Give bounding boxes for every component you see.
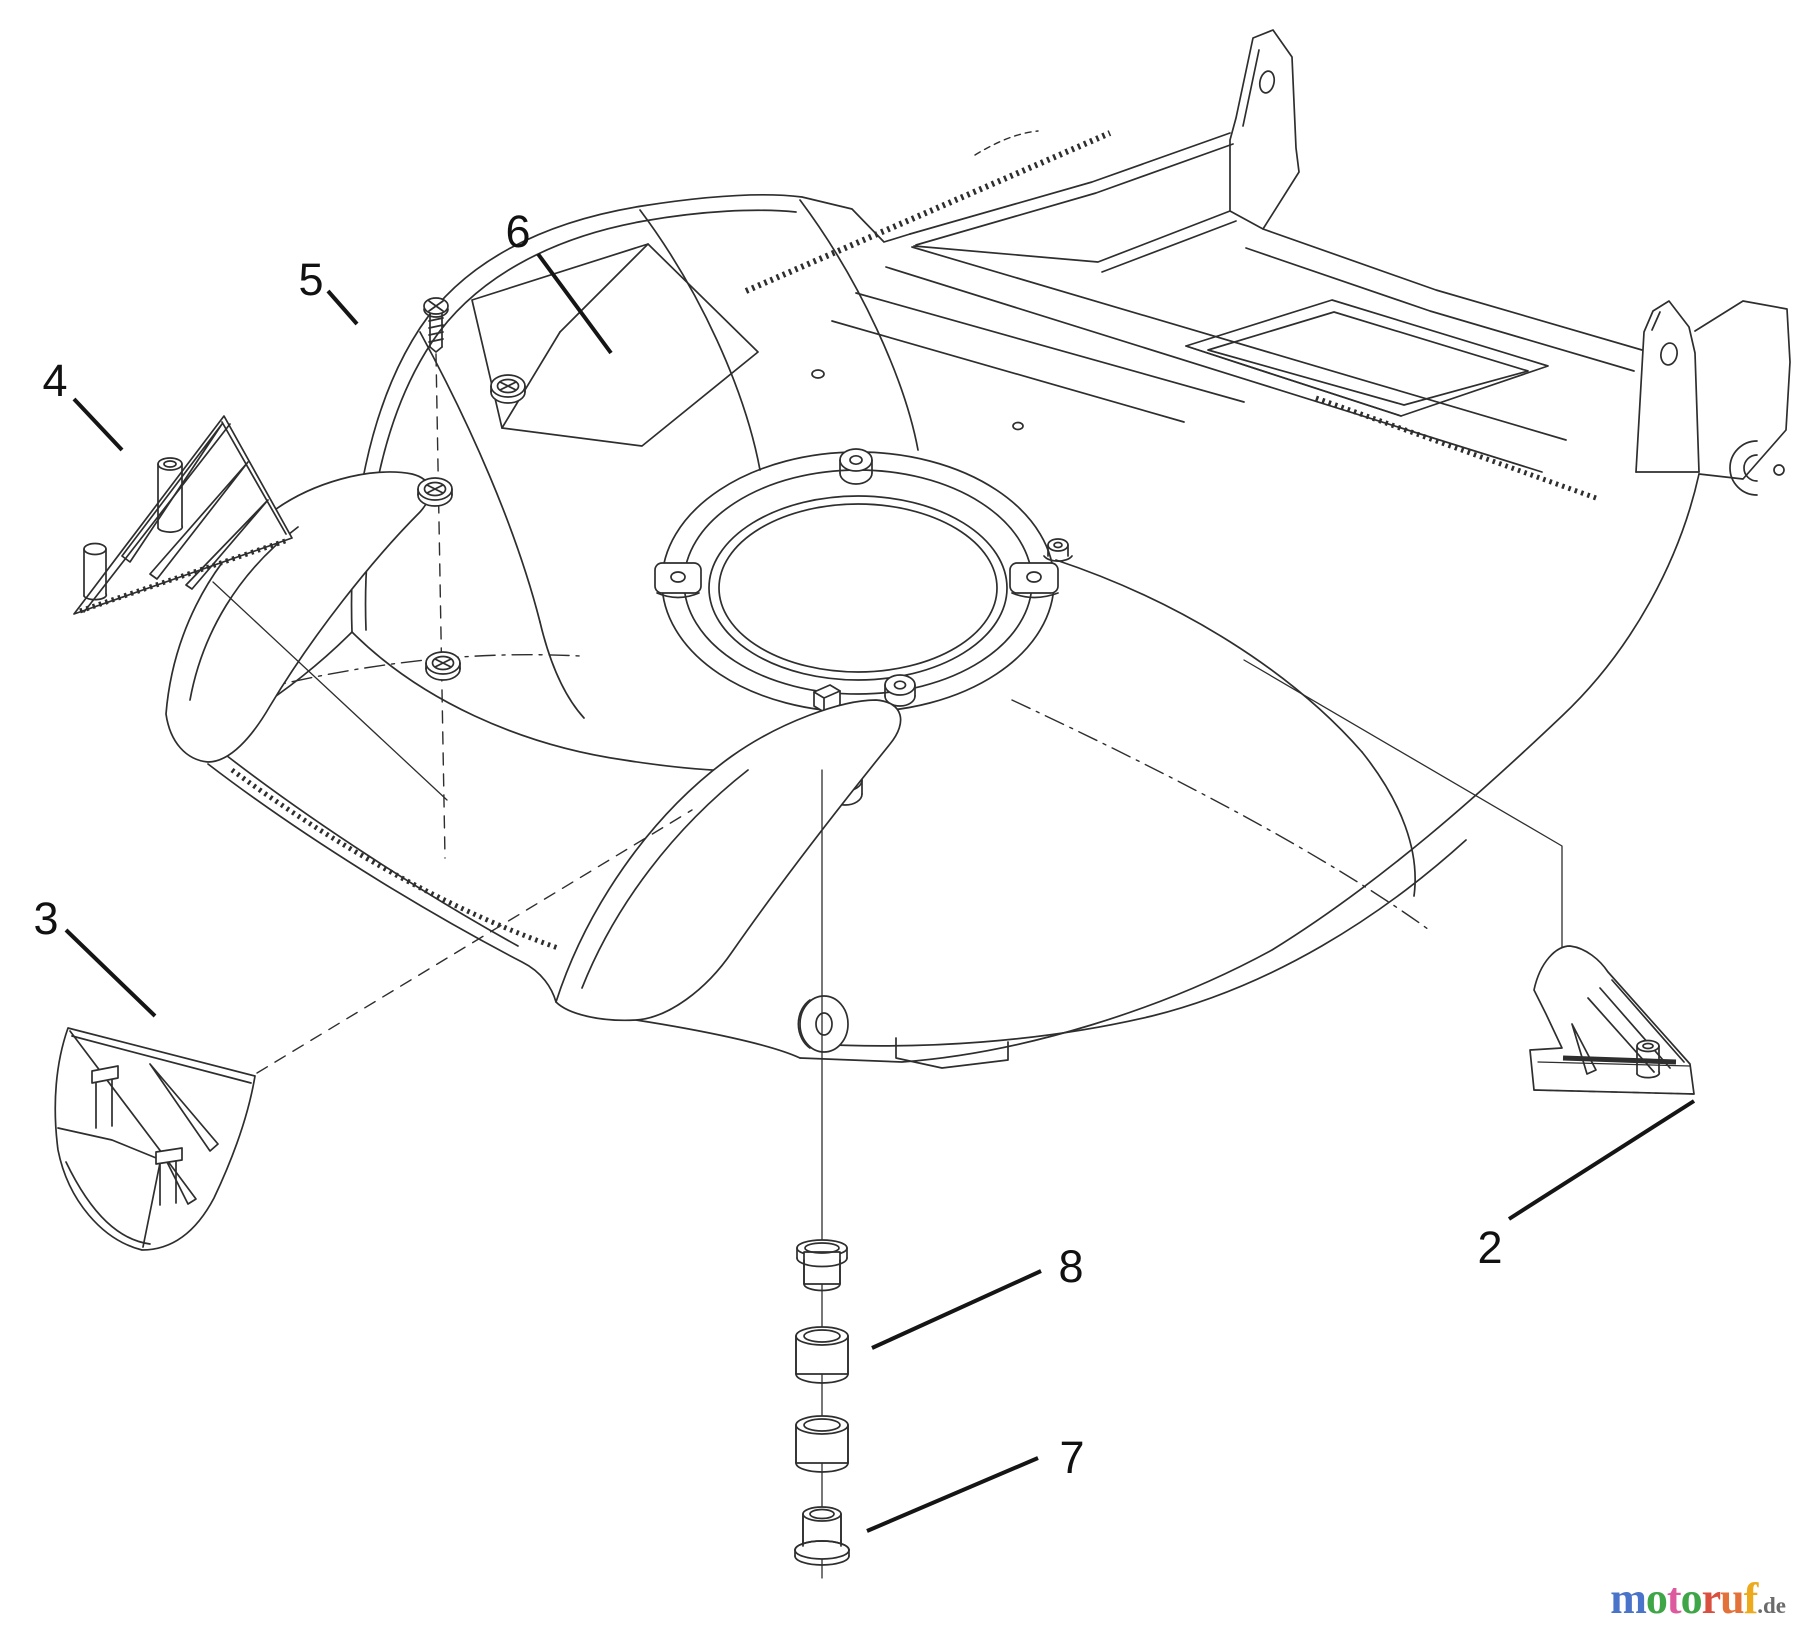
watermark-word: motoruf [1610, 1574, 1759, 1623]
deck-housing [207, 130, 1700, 1069]
handle-bracket-right [1635, 300, 1791, 496]
flange-nuts [417, 374, 526, 681]
watermark-letter: f [1743, 1574, 1759, 1623]
leader-line-8 [871, 1269, 1042, 1350]
handle-bracket-rear [913, 29, 1643, 372]
callout-label-3: 3 [33, 893, 58, 944]
rear-tray [1185, 299, 1549, 417]
callout-label-7: 7 [1059, 1432, 1084, 1483]
watermark-suffix: .de [1757, 1593, 1786, 1618]
watermark-letter: t [1666, 1574, 1682, 1623]
baffle-part-4 [73, 415, 448, 801]
callout-label-8: 8 [1058, 1241, 1083, 1292]
callout-layer: 2 3 4 5 6 7 8 [33, 206, 1696, 1533]
flange-nut [425, 651, 461, 681]
baffle-part-3 [54, 809, 693, 1251]
leader-line-2 [1507, 1099, 1696, 1221]
leader-line-6 [536, 252, 613, 355]
screw-part-5 [423, 297, 449, 859]
leader-line-7 [866, 1456, 1039, 1533]
front-fin [555, 699, 902, 1022]
callout-label-2: 2 [1477, 1222, 1502, 1273]
leader-line-4 [72, 397, 124, 452]
watermark-letter: u [1720, 1574, 1745, 1623]
watermark-letter: o [1680, 1574, 1703, 1623]
callout-label-5: 5 [298, 254, 323, 305]
leader-line-5 [326, 289, 359, 326]
callout-label-4: 4 [42, 355, 67, 406]
blade-opening-ring [661, 451, 1055, 713]
callout-label-6: 6 [505, 206, 530, 257]
watermark-logo: motoruf.de [1610, 1577, 1786, 1621]
leader-line-3 [64, 928, 157, 1018]
flange-nut [490, 374, 526, 404]
watermark-letter: m [1610, 1574, 1647, 1623]
watermark-letter: o [1645, 1574, 1668, 1623]
watermark-letter: r [1701, 1574, 1722, 1623]
bushing-stack-parts-7-8 [794, 769, 850, 1579]
washer [797, 995, 849, 1053]
baffle-part-2 [1243, 659, 1695, 1095]
flange-nut [417, 477, 453, 507]
